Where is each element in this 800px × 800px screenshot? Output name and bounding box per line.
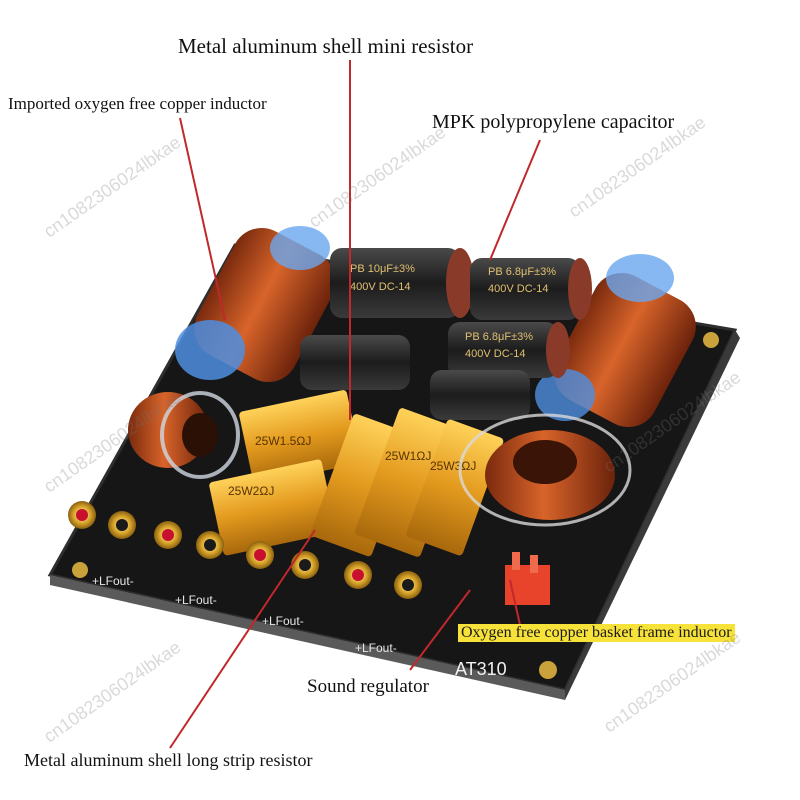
cap-text: PB 10μF±3% xyxy=(350,263,415,275)
label-inductor: Imported oxygen free copper inductor xyxy=(8,94,267,113)
inductor-small xyxy=(128,391,240,479)
capacitor-4 xyxy=(300,335,410,390)
label-sound-regulator: Sound regulator xyxy=(307,676,429,697)
resistor-long-2: 25W1ΩJ xyxy=(354,408,465,557)
capacitor-1: PB 10μF±3% 400V DC-14 xyxy=(330,248,474,318)
terminal-label: +LFout- xyxy=(175,593,217,607)
cap-text: 400V DC-14 xyxy=(350,281,411,293)
cap-text: 400V DC-14 xyxy=(465,348,526,360)
resistor-long-3: 25W3ΩJ xyxy=(406,419,504,556)
pcb-edge xyxy=(50,575,565,700)
label-capacitor: MPK polypropylene capacitor xyxy=(432,111,675,133)
resistor-text: 25W3ΩJ xyxy=(430,459,476,473)
resistor-text: 25W1.5ΩJ xyxy=(255,434,311,448)
resistor-mini-2: 25W2ΩJ xyxy=(209,459,336,556)
label-mini-resistor: Metal aluminum shell mini resistor xyxy=(178,34,474,58)
mounting-hole xyxy=(539,661,557,679)
terminal-label: +LFout- xyxy=(92,574,134,588)
leader-lines xyxy=(169,60,541,749)
basket-inductor xyxy=(458,413,632,527)
capacitor-5 xyxy=(430,370,530,420)
sound-regulator-switch xyxy=(505,552,550,605)
capacitor-3: PB 6.8μF±3% 400V DC-14 xyxy=(448,322,570,378)
inductor-right xyxy=(535,254,696,428)
mounting-hole xyxy=(703,332,719,348)
inductor-left xyxy=(175,226,336,383)
mounting-hole xyxy=(72,562,88,578)
model-label: AT310 xyxy=(455,659,507,679)
resistor-text: 25W1ΩJ xyxy=(385,449,431,463)
cap-text: 400V DC-14 xyxy=(488,283,549,295)
cap-text: PB 6.8μF±3% xyxy=(488,266,556,278)
cap-text: PB 6.8μF±3% xyxy=(465,331,533,343)
label-long-resistor: Metal aluminum shell long strip resistor xyxy=(24,750,313,770)
pcb-edge-right xyxy=(565,330,740,700)
terminal-label: +LFout- xyxy=(262,614,304,628)
resistor-text: 25W2ΩJ xyxy=(228,484,274,498)
terminal-label: +LFout- xyxy=(355,641,397,655)
resistor-mini-1: 25W1.5ΩJ xyxy=(239,390,361,485)
label-basket-inductor: Oxygen free copper basket frame inductor xyxy=(458,624,735,642)
capacitor-2: PB 6.8μF±3% 400V DC-14 xyxy=(470,258,592,320)
terminal-jacks xyxy=(68,501,422,599)
